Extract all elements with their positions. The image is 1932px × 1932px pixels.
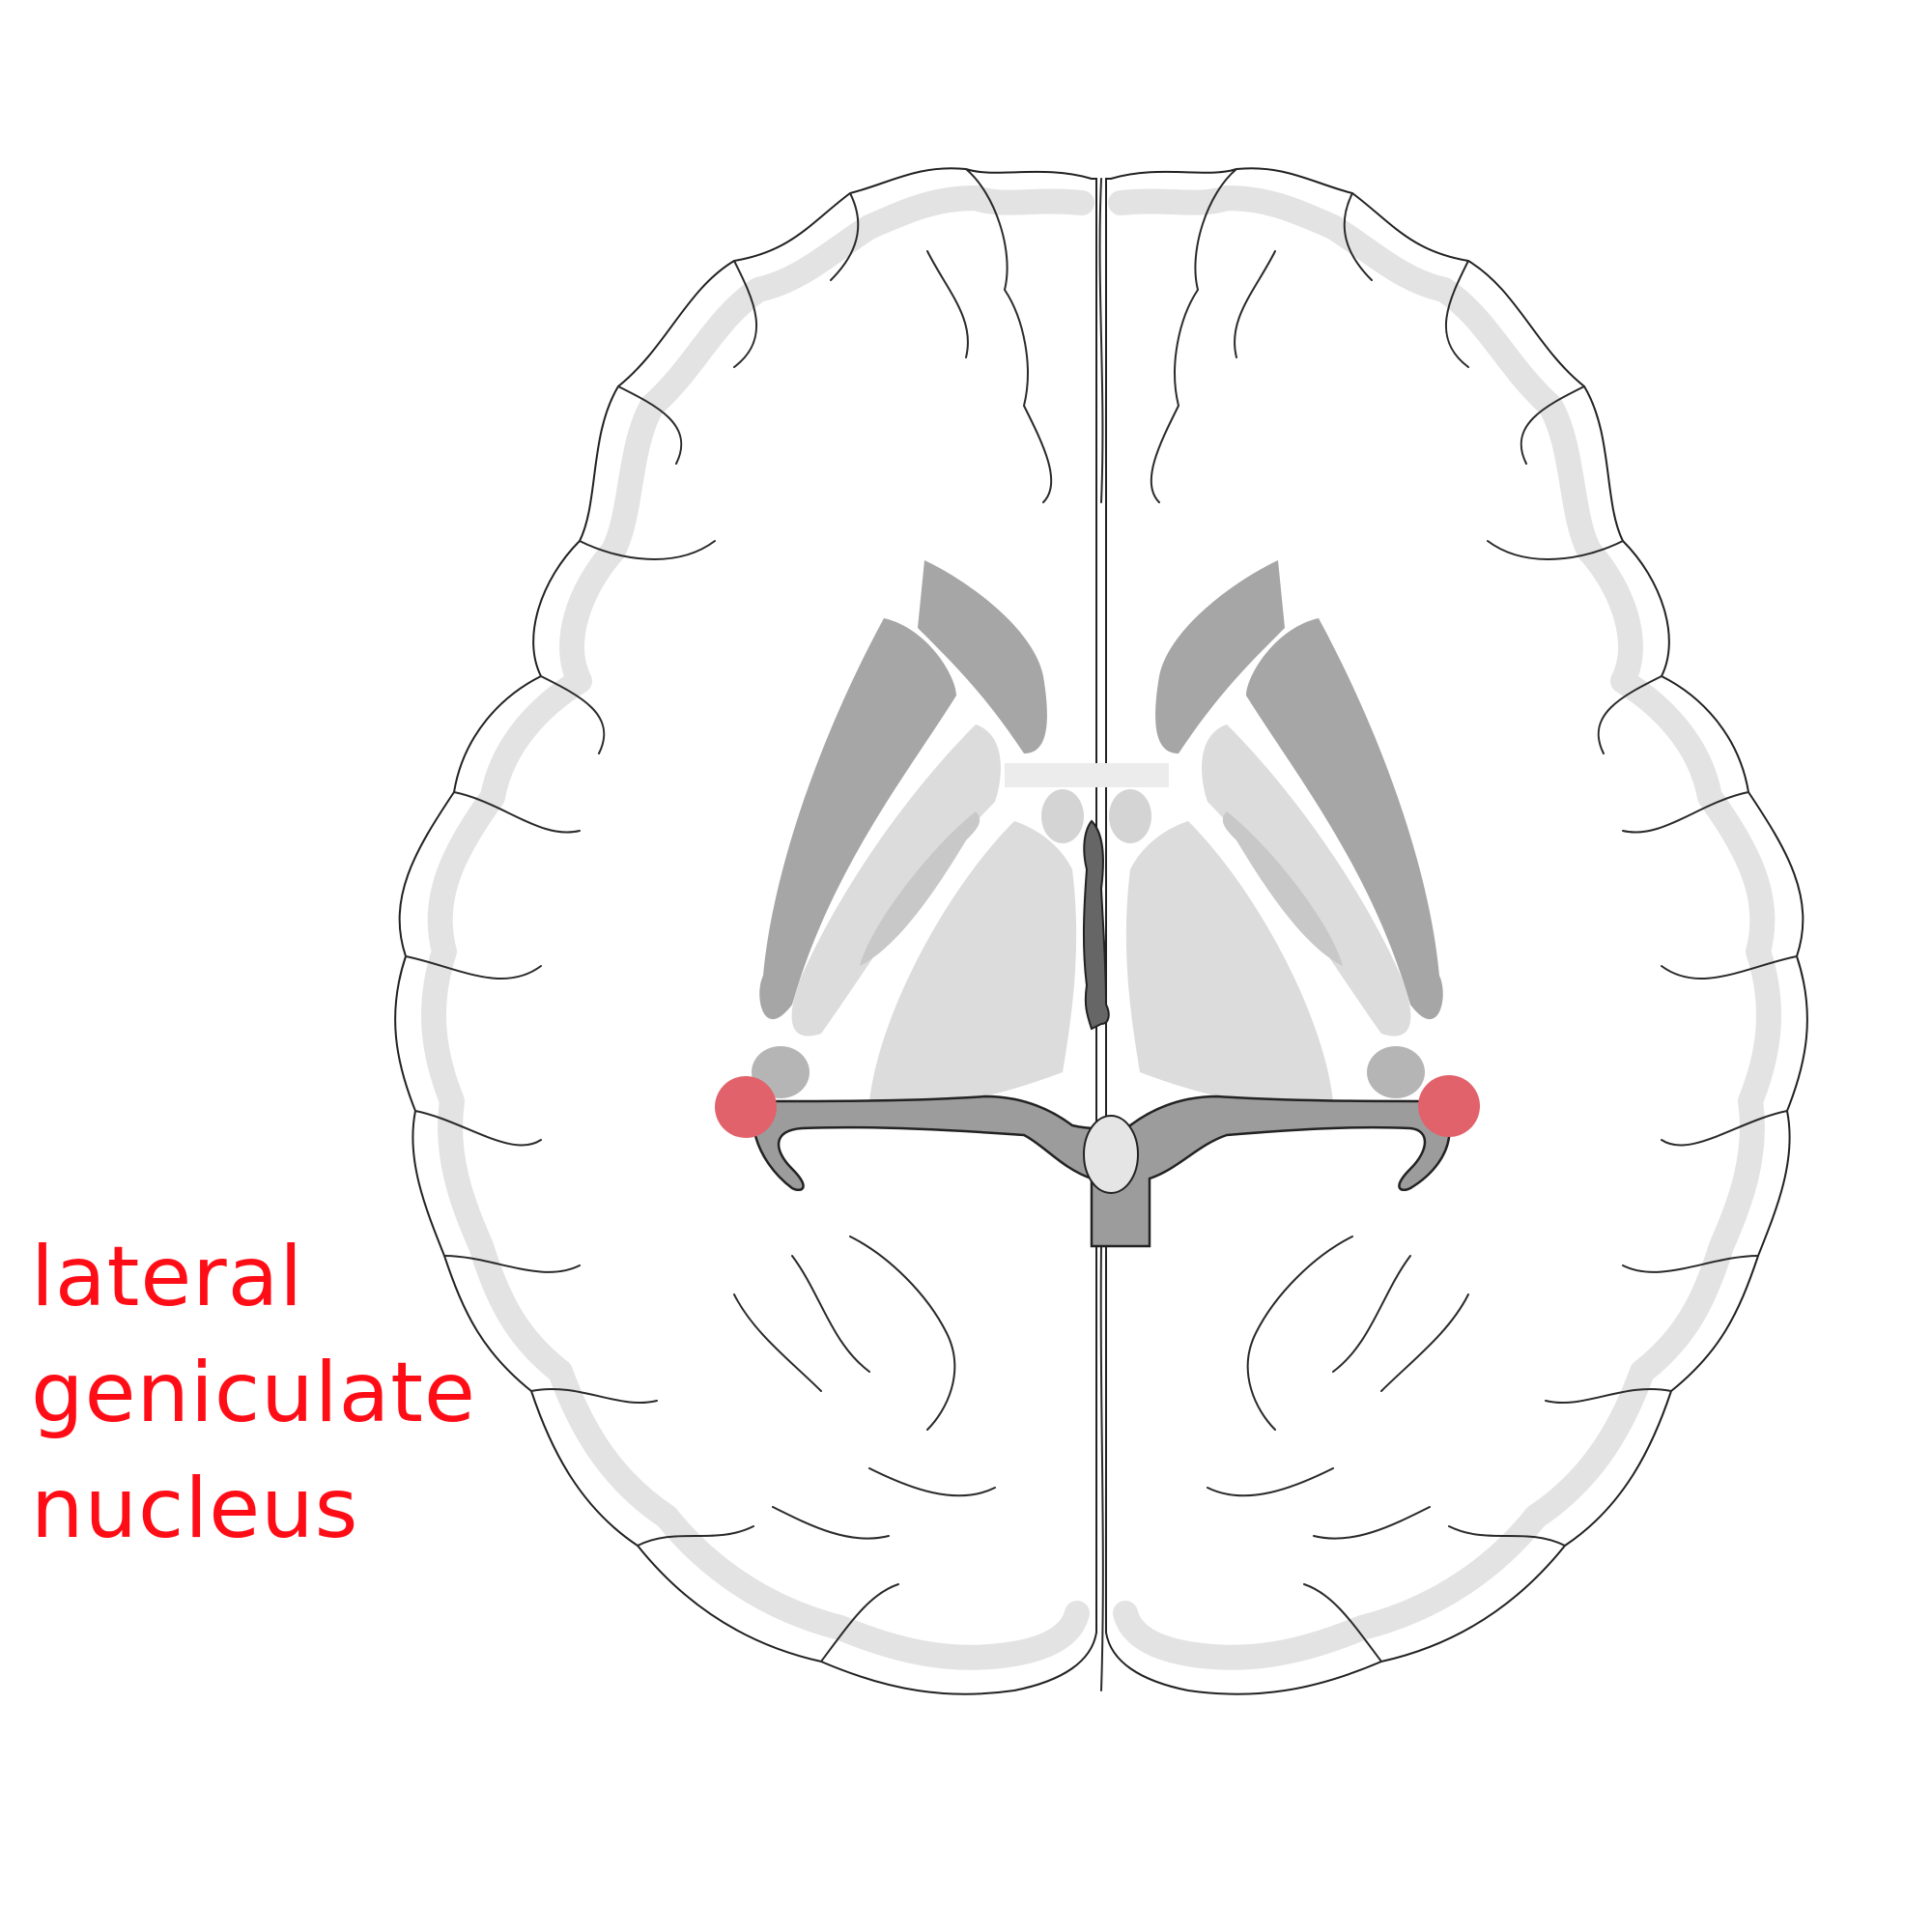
structure-label: lateral geniculate nucleus <box>31 1219 476 1567</box>
third-ventricle <box>1082 819 1110 1031</box>
longitudinal-fissure <box>1098 178 1104 1691</box>
basal-ganglia-left <box>759 560 1077 1105</box>
fornix-column-left <box>1041 789 1084 843</box>
label-line-1: lateral <box>31 1229 304 1325</box>
pineal-region <box>1083 1115 1139 1194</box>
lateral-geniculate-nucleus-left <box>715 1076 777 1138</box>
lateral-geniculate-nucleus-right <box>1418 1075 1480 1137</box>
right-hemisphere <box>1105 167 1808 1695</box>
left-hemisphere <box>394 167 1097 1695</box>
fornix-column-right <box>1109 789 1151 843</box>
basal-ganglia-right <box>1125 560 1443 1105</box>
label-line-2: geniculate <box>31 1345 476 1441</box>
anterior-commissure <box>1005 763 1169 787</box>
medial-geniculate-right <box>1367 1046 1425 1098</box>
label-line-3: nucleus <box>31 1461 359 1557</box>
